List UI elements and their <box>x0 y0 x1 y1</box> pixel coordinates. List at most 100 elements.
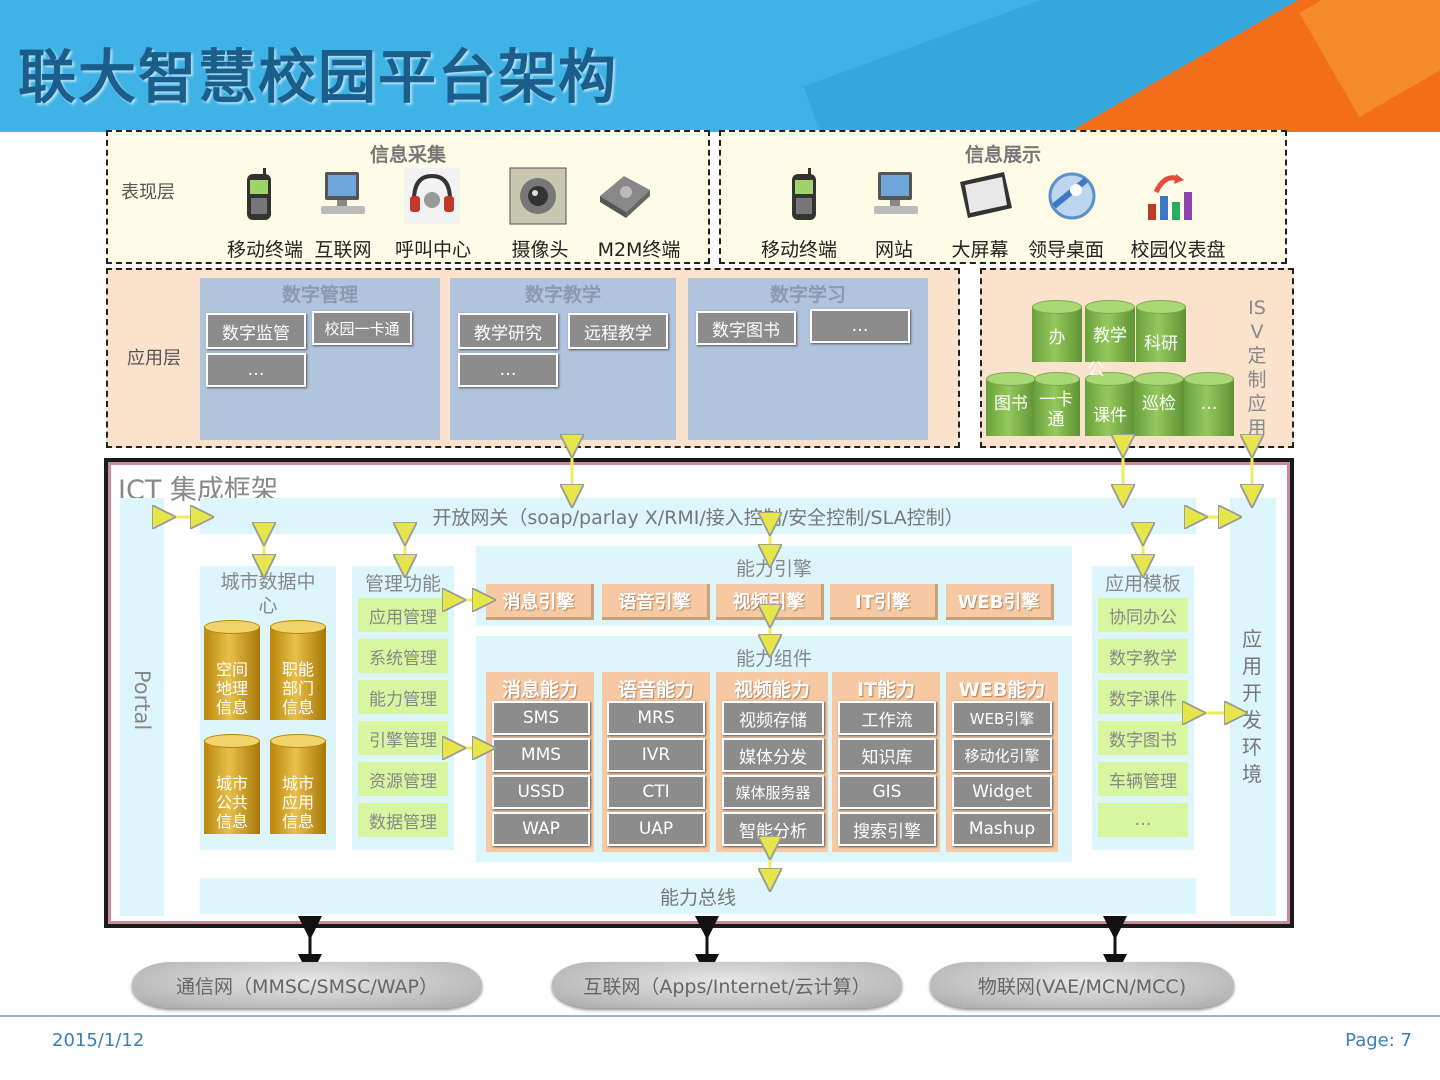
component-wap[interactable]: WAP <box>492 812 590 846</box>
component-mobile-engine[interactable]: 移动化引擎 <box>952 738 1052 772</box>
component-gis[interactable]: GIS <box>838 775 936 809</box>
network-iot-label: 物联网(VAE/MCN/MCC) <box>977 975 1187 998</box>
computer-icon <box>866 166 926 230</box>
city-data-cylinder[interactable]: 空间地理信息 <box>204 620 260 720</box>
portal-panel[interactable] <box>120 498 164 916</box>
template-more[interactable]: … <box>1098 803 1188 837</box>
app-column-title: 数字学习 <box>769 284 846 306</box>
component-mrs[interactable]: MRS <box>607 701 705 735</box>
info-collect-title: 信息采集 <box>369 144 446 166</box>
app-item-more[interactable]: … <box>810 309 910 343</box>
component-ussd[interactable]: USSD <box>492 775 590 809</box>
camera-icon <box>508 166 568 230</box>
isv-overlap-text: 公 <box>1087 360 1105 380</box>
app-item-more[interactable]: … <box>458 353 558 387</box>
app-item-digital-supervision[interactable]: 数字监管 <box>206 313 306 349</box>
mgmt-data-management[interactable]: 数据管理 <box>358 803 448 837</box>
component-column-title: 语音能力 <box>617 679 694 701</box>
info-display-title: 信息展示 <box>964 144 1041 166</box>
isv-cylinder-label: 科研 <box>1144 334 1178 354</box>
component-widget[interactable]: Widget <box>952 775 1052 809</box>
footer-date: 2015/1/12 <box>52 1030 145 1051</box>
template-digital-teaching[interactable]: 数字教学 <box>1098 639 1188 673</box>
isv-cylinder[interactable]: 教学 <box>1085 300 1135 362</box>
component-mms[interactable]: MMS <box>492 738 590 772</box>
component-sms[interactable]: SMS <box>492 701 590 735</box>
presentation-layer-label: 表现层 <box>121 182 175 203</box>
component-ivr[interactable]: IVR <box>607 738 705 772</box>
mgmt-resource-management[interactable]: 资源管理 <box>358 762 448 796</box>
capability-bus-bar[interactable] <box>200 878 1196 914</box>
isv-cylinder[interactable]: 图书 <box>986 372 1036 436</box>
isv-label: ISV定制应用 <box>1247 297 1267 439</box>
app-item-teaching-research[interactable]: 教学研究 <box>458 313 558 349</box>
template-digital-courseware[interactable]: 数字课件 <box>1098 680 1188 714</box>
city-data-cylinder[interactable]: 职能部门信息 <box>270 620 326 720</box>
engine-web[interactable]: WEB引擎 <box>946 584 1054 620</box>
mgmt-system-management[interactable]: 系统管理 <box>358 639 448 673</box>
city-data-cylinder[interactable]: 城市应用信息 <box>270 734 326 834</box>
mobile-phone-icon <box>774 166 834 230</box>
city-data-cylinder[interactable]: 城市公共信息 <box>204 734 260 834</box>
footer-divider <box>0 1015 1440 1017</box>
engine-voice[interactable]: 语音引擎 <box>602 584 710 620</box>
component-video-storage[interactable]: 视频存储 <box>722 701 824 735</box>
engine-message[interactable]: 消息引擎 <box>486 584 594 620</box>
isv-cylinder[interactable]: 办 <box>1032 300 1082 362</box>
display-label-4: 领导桌面 <box>1027 239 1104 261</box>
mobile-phone-icon <box>229 166 289 230</box>
isv-cylinder[interactable]: 科研 <box>1136 300 1186 362</box>
mgmt-capability-management[interactable]: 能力管理 <box>358 680 448 714</box>
footer-page-number: Page: 7 <box>1345 1030 1412 1051</box>
app-item-remote-teaching[interactable]: 远程教学 <box>568 313 668 349</box>
app-item-campus-card[interactable]: 校园一卡通 <box>312 311 412 345</box>
display-label-2: 网站 <box>874 239 913 261</box>
engine-it[interactable]: IT引擎 <box>830 584 938 620</box>
component-uap[interactable]: UAP <box>607 812 705 846</box>
app-templates-title: 应用模板 <box>1104 573 1181 595</box>
template-digital-library[interactable]: 数字图书 <box>1098 721 1188 755</box>
component-column-title: 消息能力 <box>501 679 578 701</box>
app-item-more[interactable]: … <box>206 353 306 387</box>
app-column-title: 数字管理 <box>281 284 358 306</box>
component-media-distribution[interactable]: 媒体分发 <box>722 738 824 772</box>
component-knowledge-base[interactable]: 知识库 <box>838 738 936 772</box>
isv-cylinder[interactable]: 一卡通 <box>1034 372 1080 436</box>
template-vehicle-management[interactable]: 车辆管理 <box>1098 762 1188 796</box>
management-title: 管理功能 <box>364 573 441 595</box>
isv-cylinder-label: 教学 <box>1093 326 1127 346</box>
isv-cylinder-label: 图书 <box>994 394 1028 414</box>
component-search-engine[interactable]: 搜索引擎 <box>838 812 936 846</box>
capability-engine-title: 能力引擎 <box>735 558 812 580</box>
isv-cylinder[interactable]: 课件 <box>1085 372 1135 436</box>
template-collaborative-office[interactable]: 协同办公 <box>1098 598 1188 632</box>
open-gateway-bar[interactable] <box>200 498 1196 534</box>
collect-label-4: 摄像头 <box>511 239 569 261</box>
big-screen-icon <box>956 166 1016 230</box>
cloud-telecom-network <box>132 962 482 1008</box>
display-label-3: 大屏幕 <box>951 239 1009 261</box>
network-telecom-label: 通信网（MMSC/SMSC/WAP） <box>176 975 438 998</box>
desktop-icon <box>1042 166 1102 230</box>
isv-cylinder[interactable]: 巡检 <box>1134 372 1184 436</box>
component-web-engine[interactable]: WEB引擎 <box>952 701 1052 735</box>
collect-label-3: 呼叫中心 <box>394 239 471 261</box>
collect-label-1: 移动终端 <box>226 239 303 261</box>
mgmt-engine-management[interactable]: 引擎管理 <box>358 721 448 755</box>
component-media-server[interactable]: 媒体服务器 <box>722 775 824 809</box>
app-column-title: 数字教学 <box>524 284 601 306</box>
mgmt-app-management[interactable]: 应用管理 <box>358 598 448 632</box>
isv-cylinder[interactable]: … <box>1184 372 1234 436</box>
component-column-title: 视频能力 <box>733 679 810 701</box>
application-layer-label: 应用层 <box>127 348 181 369</box>
display-label-5: 校园仪表盘 <box>1130 239 1226 261</box>
component-cti[interactable]: CTI <box>607 775 705 809</box>
component-mashup[interactable]: Mashup <box>952 812 1052 846</box>
cloud-iot <box>930 962 1234 1008</box>
app-item-digital-library[interactable]: 数字图书 <box>696 311 796 345</box>
component-workflow[interactable]: 工作流 <box>838 701 936 735</box>
cloud-internet <box>552 962 902 1008</box>
app-column-digital-learning: 数字学习 <box>688 278 928 440</box>
city-data-label: 城市应用信息 <box>281 774 314 831</box>
